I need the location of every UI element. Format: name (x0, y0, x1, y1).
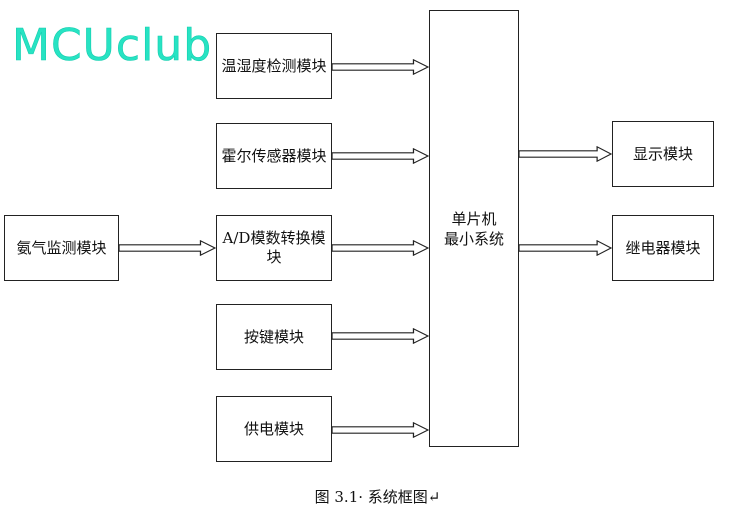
adc-module-label: A/D模数转换模块 (222, 229, 326, 266)
display-module-label: 显示模块 (632, 144, 693, 163)
mcu-label-line2: 最小系统 (443, 229, 504, 248)
hall-sensor-module-box: 霍尔传感器模块 (216, 123, 332, 189)
ammonia-monitor-module-box: 氨气监测模块 (4, 215, 119, 281)
mcu-minimum-system-box: 单片机 最小系统 (429, 10, 519, 447)
mcu-label-line1: 单片机 (451, 209, 497, 228)
arrow-power-to-mcu (332, 422, 429, 438)
arrow-mcu-to-display (519, 146, 612, 162)
mcuclub-watermark: MCUclub (12, 20, 213, 72)
hall-sensor-module-label: 霍尔传感器模块 (221, 146, 327, 165)
ammonia-monitor-module-label: 氨气监测模块 (16, 238, 107, 257)
power-module-label: 供电模块 (243, 419, 304, 438)
arrow-hall-to-mcu (332, 148, 429, 164)
power-module-box: 供电模块 (216, 396, 332, 462)
arrow-mcu-to-relay (519, 240, 612, 256)
temp-humidity-module-label: 温湿度检测模块 (221, 56, 327, 75)
adc-module-box: A/D模数转换模块 (216, 215, 332, 281)
arrow-keys-to-mcu (332, 328, 429, 344)
arrow-adc-to-mcu (332, 240, 429, 256)
relay-module-label: 继电器模块 (625, 238, 701, 257)
keys-module-box: 按键模块 (216, 304, 332, 370)
relay-module-box: 继电器模块 (612, 215, 714, 281)
temp-humidity-module-box: 温湿度检测模块 (216, 33, 332, 99)
arrow-ammonia-to-adc (119, 240, 216, 256)
keys-module-label: 按键模块 (243, 327, 304, 346)
arrow-temp-to-mcu (332, 59, 429, 75)
display-module-box: 显示模块 (612, 121, 714, 187)
figure-caption: 图 3.1· 系统框图↵ (314, 488, 441, 506)
